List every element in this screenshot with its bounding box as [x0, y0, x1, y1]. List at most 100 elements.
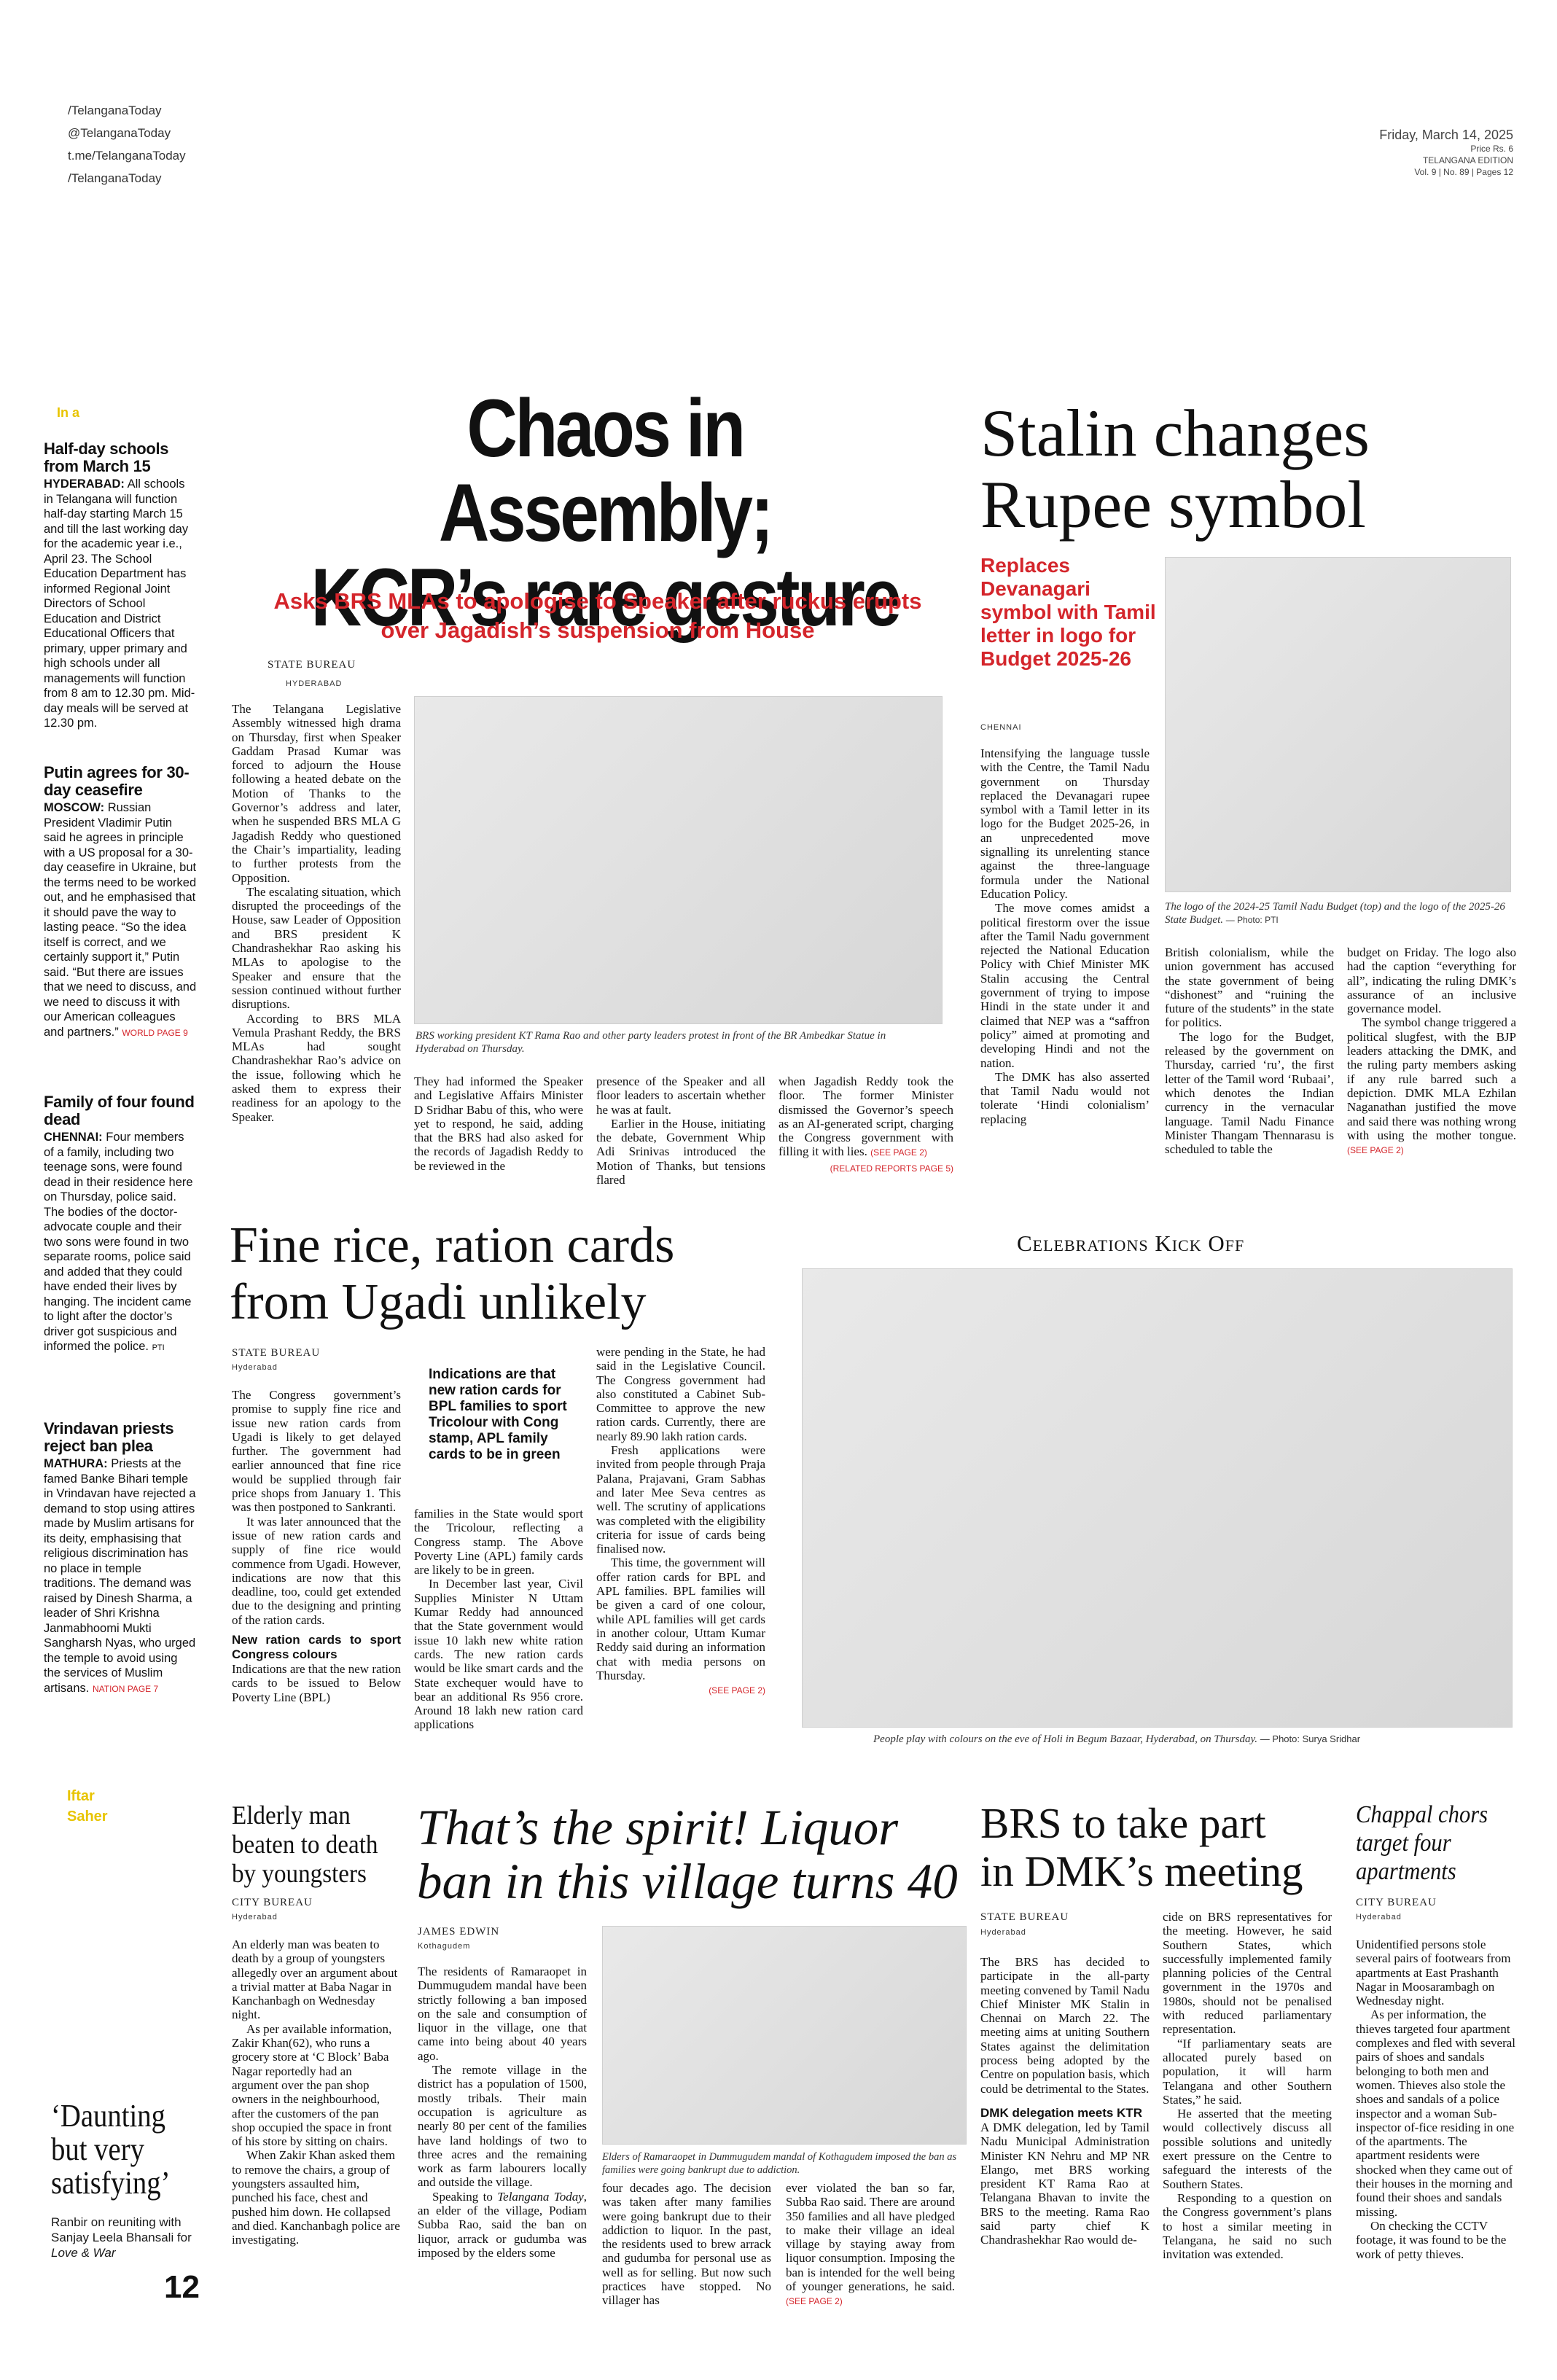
liquor-page-ref[interactable]: (SEE PAGE 2): [786, 2296, 843, 2307]
elderly-paragraph: An elderly man was beaten to death by a …: [232, 1938, 398, 2022]
brief-page-ref[interactable]: NATION PAGE 7: [92, 1683, 159, 1694]
liquor-column-1: The residents of Ramaraopet in Dummugude…: [418, 1965, 587, 2260]
lead-paragraph: when Jagadish Reddy took the floor. The …: [778, 1074, 953, 1159]
brief-title: Vrindavan priests reject ban plea: [44, 1419, 174, 1455]
brief-credit: PTI: [152, 1343, 165, 1352]
date-block: Friday, March 14, 2025 Price Rs. 6 TELAN…: [1239, 127, 1513, 178]
rice-column-1: The Congress government’s promise to sup…: [232, 1388, 401, 1704]
lead-column-1: The Telangana Legislative Assembly witne…: [232, 702, 401, 1124]
elderly-place: Hyderabad: [232, 1913, 278, 1921]
brief-item-family[interactable]: Family of four found dead CHENNAI: Four …: [44, 1093, 197, 1356]
elderly-paragraph: When Zakir Khan asked them to remove the…: [232, 2148, 400, 2247]
chappal-paragraph: On checking the CCTV footage, it was fou…: [1356, 2218, 1507, 2261]
elderly-column: An elderly man was beaten to death by a …: [232, 1938, 401, 2247]
stalin-caption-text: The logo of the 2024-25 Tamil Nadu Budge…: [1165, 901, 1505, 926]
brs-headline[interactable]: BRS to take part in DMK’s meeting: [980, 1799, 1323, 1895]
stalin-photo-caption: The logo of the 2024-25 Tamil Nadu Budge…: [1165, 900, 1511, 926]
stalin-budget-logo-photo: [1165, 557, 1511, 892]
lead-paragraph: According to BRS MLA Vemula Prashant Red…: [232, 1011, 401, 1124]
brs-headline-line2: in DMK’s meeting: [980, 1847, 1303, 1895]
stalin-paragraph: The move comes amidst a political firest…: [980, 901, 1150, 1070]
lead-deck: Asks BRS MLAs to apologise to Speaker af…: [273, 588, 922, 643]
brief-text: Four members of a family, including two …: [44, 1131, 193, 1353]
rice-page-ref[interactable]: (SEE PAGE 2): [709, 1685, 765, 1696]
lead-paragraph: The escalating situation, which disrupte…: [232, 884, 401, 1012]
brs-paragraph: The BRS has decided to participate in th…: [980, 1955, 1150, 2096]
stalin-page-ref[interactable]: (SEE PAGE 2): [1347, 1145, 1404, 1156]
chappal-headline[interactable]: Chappal chors target four apartments: [1356, 1801, 1488, 1885]
brief-title: Half-day schools from March 15: [44, 440, 169, 475]
brief-dateline: MATHURA:: [44, 1457, 108, 1470]
lead-paragraph: They had informed the Speaker and Legisl…: [414, 1074, 583, 1173]
brs-byline: STATE BUREAU: [980, 1911, 1069, 1923]
promo-iftar[interactable]: Iftar Saher: [67, 1786, 108, 1827]
celebrations-caption-text: People play with colours on the eve of H…: [873, 1733, 1258, 1745]
rice-paragraph: Fresh applications were invited from peo…: [596, 1443, 765, 1556]
brief-title: Family of four found dead: [44, 1093, 195, 1128]
rice-paragraph: This time, the government will offer rat…: [596, 1556, 765, 1682]
lead-related-ref[interactable]: (RELATED REPORTS PAGE 5): [830, 1163, 953, 1174]
liquor-headline-line1: That’s the spirit! Liquor: [417, 1800, 899, 1855]
stalin-paragraph: The logo for the Budget, released by the…: [1165, 1029, 1334, 1157]
brs-paragraph: Responding to a question on the Congress…: [1163, 2190, 1332, 2262]
stalin-paragraph: budget on Friday. The logo also had the …: [1347, 945, 1516, 1016]
facebook-handle[interactable]: /TelanganaToday: [68, 104, 162, 117]
volume-info: Vol. 9 | No. 89 | Pages 12: [1414, 167, 1513, 177]
stalin-paragraph: The symbol change triggered a political …: [1347, 1015, 1516, 1142]
chappal-column: Unidentified persons stole several pairs…: [1356, 1938, 1518, 2261]
rice-headline-line2: from Ugadi unlikely: [230, 1274, 647, 1330]
stalin-headline[interactable]: Stalin changes Rupee symbol: [980, 397, 1491, 540]
brief-item-vrindavan[interactable]: Vrindavan priests reject ban plea MATHUR…: [44, 1420, 197, 1696]
lead-headline-line2: KCR’s rare gesture: [311, 552, 902, 643]
stalin-deck: Replaces Devanagari symbol with Tamil le…: [980, 554, 1156, 670]
celebrations-caption: People play with colours on the eve of H…: [873, 1733, 1515, 1746]
lead-page-ref[interactable]: (SEE PAGE 2): [870, 1147, 927, 1158]
stalin-place: CHENNAI: [980, 723, 1022, 732]
brs-paragraph: He asserted that the meeting would colle…: [1163, 2107, 1332, 2191]
liquor-photo-caption: Elders of Ramaraopet in Dummugudem manda…: [602, 2151, 957, 2176]
lead-headline-line1: Chaos in Assembly;: [438, 383, 774, 558]
brief-dateline: HYDERABAD:: [44, 477, 125, 491]
daunting-headline[interactable]: ‘Daunting but very satisfying’: [51, 2098, 171, 2201]
rice-place: Hyderabad: [232, 1363, 278, 1372]
liquor-column-2: four decades ago. The decision was taken…: [602, 2181, 771, 2308]
brief-item-schools[interactable]: Half-day schools from March 15 HYDERABAD…: [44, 440, 197, 731]
celebrations-photo-credit: — Photo: Surya Sridhar: [1260, 1733, 1361, 1744]
telegram-handle[interactable]: t.me/TelanganaToday: [68, 149, 186, 163]
liquor-headline[interactable]: That’s the spirit! Liquor ban in this vi…: [417, 1800, 971, 1908]
twitter-handle[interactable]: @TelanganaToday: [68, 126, 171, 140]
lead-byline: STATE BUREAU: [268, 659, 356, 671]
stalin-column-1: Intensifying the language tussle with th…: [980, 746, 1150, 1126]
lead-headline[interactable]: Chaos in Assembly; KCR’s rare gesture: [311, 383, 902, 643]
page-number: 12: [164, 2269, 200, 2305]
lead-column-2: They had informed the Speaker and Legisl…: [414, 1074, 583, 1173]
liquor-headline-line2: ban in this village turns 40: [417, 1854, 958, 1909]
brief-dateline: MOSCOW:: [44, 801, 105, 814]
liquor-byline: JAMES EDWIN: [418, 1926, 500, 1938]
stalin-headline-line2: Rupee symbol: [980, 467, 1366, 542]
brief-item-putin[interactable]: Putin agrees for 30-day ceasefire MOSCOW…: [44, 764, 197, 1040]
lead-photo: [414, 696, 943, 1024]
liquor-photo: [602, 1926, 967, 2145]
brs-place: Hyderabad: [980, 1928, 1026, 1937]
rice-headline[interactable]: Fine rice, ration cards from Ugadi unlik…: [230, 1217, 784, 1331]
instagram-handle[interactable]: /TelanganaToday: [68, 171, 162, 185]
promo-saher-label: Saher: [67, 1809, 108, 1825]
brs-paragraph: A DMK delegation, led by Tamil Nadu Muni…: [980, 2120, 1150, 2247]
rice-column-3: were pending in the State, he had said i…: [596, 1345, 765, 1698]
lead-paragraph: The Telangana Legislative Assembly witne…: [232, 702, 401, 885]
brs-headline-line1: BRS to take part: [980, 1799, 1266, 1847]
stalin-paragraph: The DMK has also asserted that Tamil Nad…: [980, 1069, 1150, 1126]
daunting-teaser: Ranbir on reuniting with Sanjay Leela Bh…: [51, 2215, 208, 2260]
social-handles: /TelanganaToday @TelanganaToday t.me/Tel…: [68, 99, 186, 190]
elderly-headline[interactable]: Elderly man beaten to death by youngster…: [232, 1800, 378, 1888]
promo-iftar-label: Iftar: [67, 1788, 95, 1804]
brief-title: Putin agrees for 30-day ceasefire: [44, 763, 190, 799]
elderly-byline: CITY BUREAU: [232, 1897, 313, 1908]
holi-photo: [802, 1268, 1513, 1728]
brief-page-ref[interactable]: WORLD PAGE 9: [122, 1027, 188, 1038]
liquor-paragraph: ever violated the ban so far, Subba Rao …: [786, 2181, 955, 2294]
brief-text: Russian President Vladimir Putin said he…: [44, 801, 197, 1039]
rice-pull-quote: Indications are that new ration cards fo…: [429, 1367, 567, 1462]
brief-text: Priests at the famed Banke Bihari temple…: [44, 1457, 196, 1695]
